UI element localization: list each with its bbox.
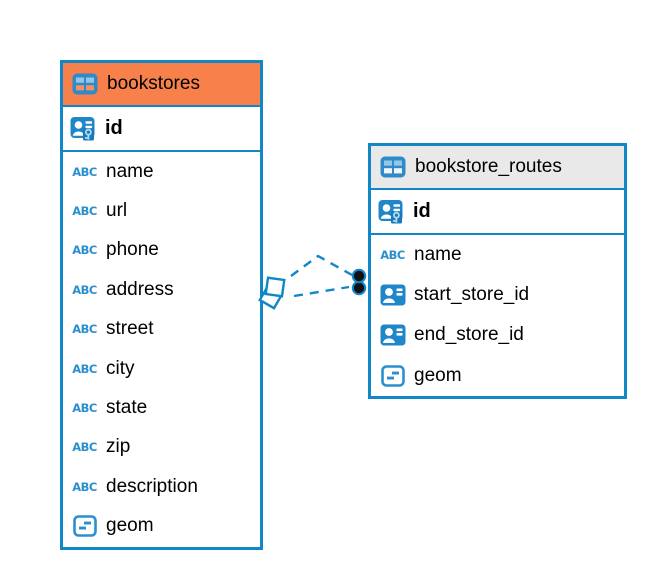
table-bookstore-routes-header[interactable]: bookstore_routes xyxy=(371,146,624,190)
relationship-dot-marker-upper[interactable] xyxy=(351,268,367,284)
varchar-type-icon: ABC xyxy=(72,479,97,494)
column-row-id[interactable]: id xyxy=(63,107,260,152)
column-name: zip xyxy=(106,436,131,458)
column-name: state xyxy=(106,397,148,419)
column-name: name xyxy=(414,244,462,266)
primary-key-icon xyxy=(378,199,405,224)
column-name: start_store_id xyxy=(414,284,530,306)
column-row-street[interactable]: ABC street xyxy=(63,310,260,349)
column-row-phone[interactable]: ABC phone xyxy=(63,231,260,270)
column-row-end-store-id[interactable]: end_store_id xyxy=(371,315,624,355)
column-name: description xyxy=(106,475,198,497)
geometry-type-icon xyxy=(379,364,406,387)
column-row-url[interactable]: ABC url xyxy=(63,191,260,230)
relationship-line-lower[interactable] xyxy=(293,285,350,298)
column-row-geom[interactable]: geom xyxy=(371,356,624,396)
column-name: id xyxy=(413,200,431,222)
column-name: street xyxy=(106,318,154,340)
varchar-type-icon: ABC xyxy=(72,361,97,376)
primary-key-icon xyxy=(70,116,97,141)
column-row-name[interactable]: ABC name xyxy=(63,152,260,191)
column-name: url xyxy=(106,200,128,222)
column-name: geom xyxy=(414,364,462,386)
relationship-square-marker-back[interactable] xyxy=(258,284,284,310)
relationship-line-upper[interactable] xyxy=(290,254,353,277)
column-row-geom[interactable]: geom xyxy=(63,507,260,546)
column-name: geom xyxy=(106,515,154,537)
table-title: bookstores xyxy=(107,73,200,94)
varchar-type-icon: ABC xyxy=(72,401,97,416)
varchar-type-icon: ABC xyxy=(380,248,405,263)
varchar-type-icon: ABC xyxy=(72,322,97,337)
table-icon xyxy=(71,73,98,95)
varchar-type-icon: ABC xyxy=(72,164,97,179)
foreign-key-icon xyxy=(379,284,406,306)
column-row-description[interactable]: ABC description xyxy=(63,467,260,506)
table-bookstores-header[interactable]: bookstores xyxy=(63,63,260,107)
table-icon xyxy=(379,156,406,178)
column-name: id xyxy=(105,117,123,139)
column-row-state[interactable]: ABC state xyxy=(63,388,260,427)
foreign-key-icon xyxy=(379,324,406,346)
column-row-id[interactable]: id xyxy=(371,190,624,235)
column-name: end_store_id xyxy=(414,324,524,346)
relationship-dot-marker-lower[interactable] xyxy=(351,280,367,296)
column-row-name[interactable]: ABC name xyxy=(371,235,624,275)
column-row-start-store-id[interactable]: start_store_id xyxy=(371,275,624,315)
column-name: city xyxy=(106,357,135,379)
varchar-type-icon: ABC xyxy=(72,440,97,455)
column-name: name xyxy=(106,160,154,182)
varchar-type-icon: ABC xyxy=(72,204,97,219)
relationship-square-marker-front[interactable] xyxy=(264,276,286,298)
geometry-type-icon xyxy=(71,515,98,538)
column-row-zip[interactable]: ABC zip xyxy=(63,428,260,467)
column-row-city[interactable]: ABC city xyxy=(63,349,260,388)
column-name: address xyxy=(106,278,174,300)
table-title: bookstore_routes xyxy=(415,156,562,177)
column-name: phone xyxy=(106,239,159,261)
varchar-type-icon: ABC xyxy=(72,243,97,258)
varchar-type-icon: ABC xyxy=(72,282,97,297)
column-row-address[interactable]: ABC address xyxy=(63,270,260,309)
table-bookstores[interactable]: bookstores id ABC name ABC url ABC phone xyxy=(60,60,263,550)
table-bookstore-routes[interactable]: bookstore_routes id ABC name xyxy=(368,143,627,399)
